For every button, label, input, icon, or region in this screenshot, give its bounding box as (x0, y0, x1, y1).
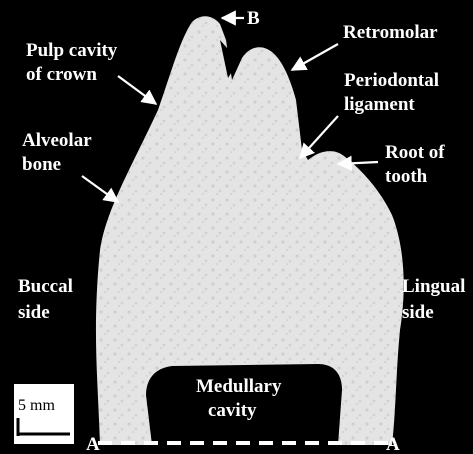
label-pulp-cavity-line1: Pulp cavity (26, 40, 118, 61)
scale-bar-label: 5 mm (18, 397, 55, 414)
label-alveolar-line2: bone (22, 154, 61, 175)
label-buccal-line2: side (18, 302, 50, 323)
label-lingual-line1: Lingual (402, 276, 465, 297)
label-periodontal-line2: ligament (344, 94, 415, 115)
label-a-left: A (86, 434, 100, 454)
arrow-retromolar (292, 44, 338, 70)
label-buccal-line1: Buccal (18, 276, 73, 297)
label-b: B (247, 8, 260, 29)
label-periodontal-line1: Periodontal (344, 70, 439, 91)
label-lingual-line2: side (402, 302, 434, 323)
label-medullary-line2: cavity (208, 400, 257, 421)
label-pulp-cavity-line2: of crown (26, 64, 97, 85)
arrow-alveolar (82, 176, 118, 202)
label-root-line2: tooth (385, 166, 428, 187)
label-root-line1: Root of (385, 142, 445, 163)
arrow-pulp-cavity (118, 76, 156, 104)
label-a-right: A (386, 434, 400, 454)
label-medullary-line1: Medullary (196, 376, 282, 397)
label-retromolar: Retromolar (343, 22, 438, 43)
label-alveolar-line1: Alveolar (22, 130, 92, 151)
